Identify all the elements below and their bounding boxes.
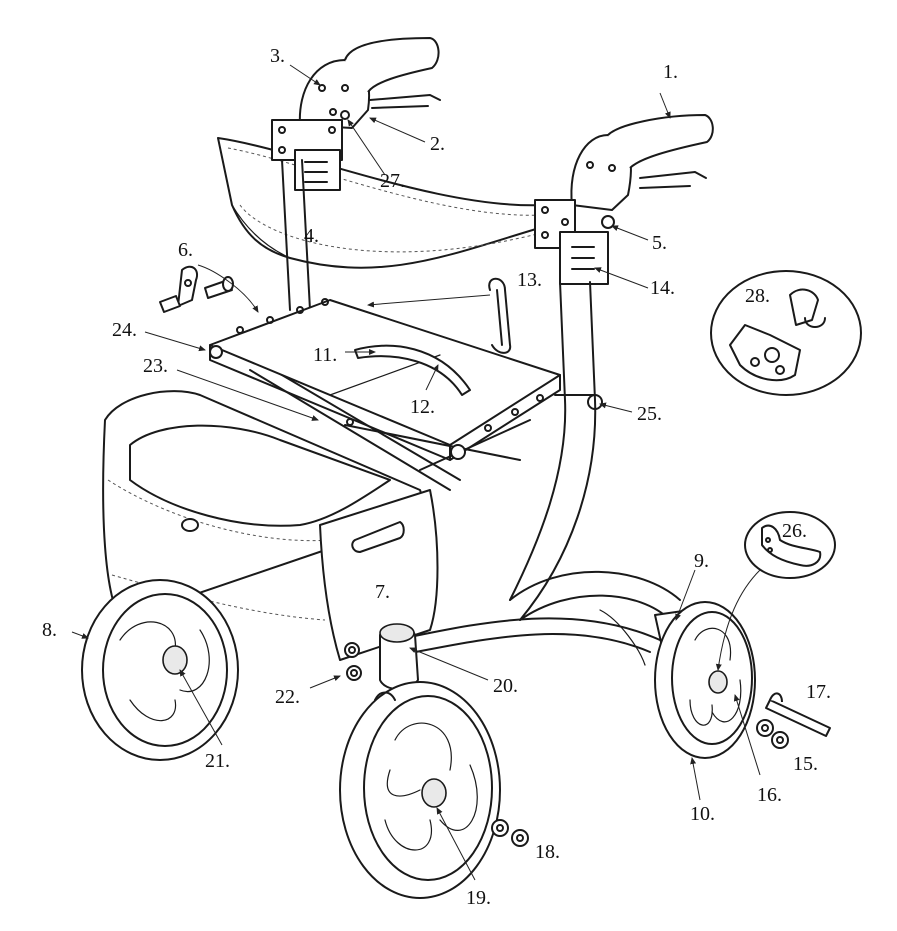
label-12: 12. bbox=[410, 396, 435, 418]
inset-cane-clip bbox=[710, 270, 862, 396]
label-9: 9. bbox=[694, 550, 709, 572]
rear-brake-cap bbox=[379, 623, 419, 690]
label-26: 26. bbox=[782, 520, 807, 542]
label-19: 19. bbox=[466, 887, 491, 909]
label-14: 14. bbox=[650, 277, 675, 299]
shopping-bag bbox=[102, 390, 439, 681]
seat bbox=[209, 298, 561, 461]
left-handle-assembly bbox=[271, 37, 441, 191]
inset-brake-part bbox=[744, 511, 836, 579]
label-24: 24. bbox=[112, 319, 137, 341]
label-18: 18. bbox=[535, 841, 560, 863]
hardware-set-6 bbox=[159, 265, 234, 313]
label-16: 16. bbox=[757, 784, 782, 806]
label-15: 15. bbox=[793, 753, 818, 775]
label-10: 10. bbox=[690, 803, 715, 825]
label-6: 6. bbox=[178, 239, 193, 261]
callout-labels: 1. 2. 3. 4. 5. 6. 7. 8. 9. 10. 11. 12. 1… bbox=[42, 45, 831, 909]
label-21: 21. bbox=[205, 750, 230, 772]
label-3: 3. bbox=[270, 45, 285, 67]
label-27: 27. bbox=[380, 170, 405, 192]
label-13: 13. bbox=[517, 269, 542, 291]
cane-holder bbox=[488, 277, 512, 354]
label-1: 1. bbox=[663, 61, 678, 83]
leader-lines bbox=[71, 64, 761, 881]
label-11: 11. bbox=[313, 344, 337, 366]
front-right-wheel bbox=[654, 601, 831, 759]
label-20: 20. bbox=[493, 675, 518, 697]
label-2: 2. bbox=[430, 133, 445, 155]
front-left-wheel bbox=[339, 681, 529, 899]
label-7: 7. bbox=[375, 581, 390, 603]
label-28: 28. bbox=[745, 285, 770, 307]
label-23: 23. bbox=[143, 355, 168, 377]
backrest bbox=[217, 137, 561, 269]
rear-left-wheel bbox=[81, 579, 239, 761]
label-25: 25. bbox=[637, 403, 662, 425]
label-5: 5. bbox=[652, 232, 667, 254]
label-17: 17. bbox=[806, 681, 831, 703]
label-8: 8. bbox=[42, 619, 57, 641]
right-handle-assembly bbox=[534, 114, 714, 285]
label-22: 22. bbox=[275, 686, 300, 708]
label-4: 4. bbox=[304, 225, 319, 247]
